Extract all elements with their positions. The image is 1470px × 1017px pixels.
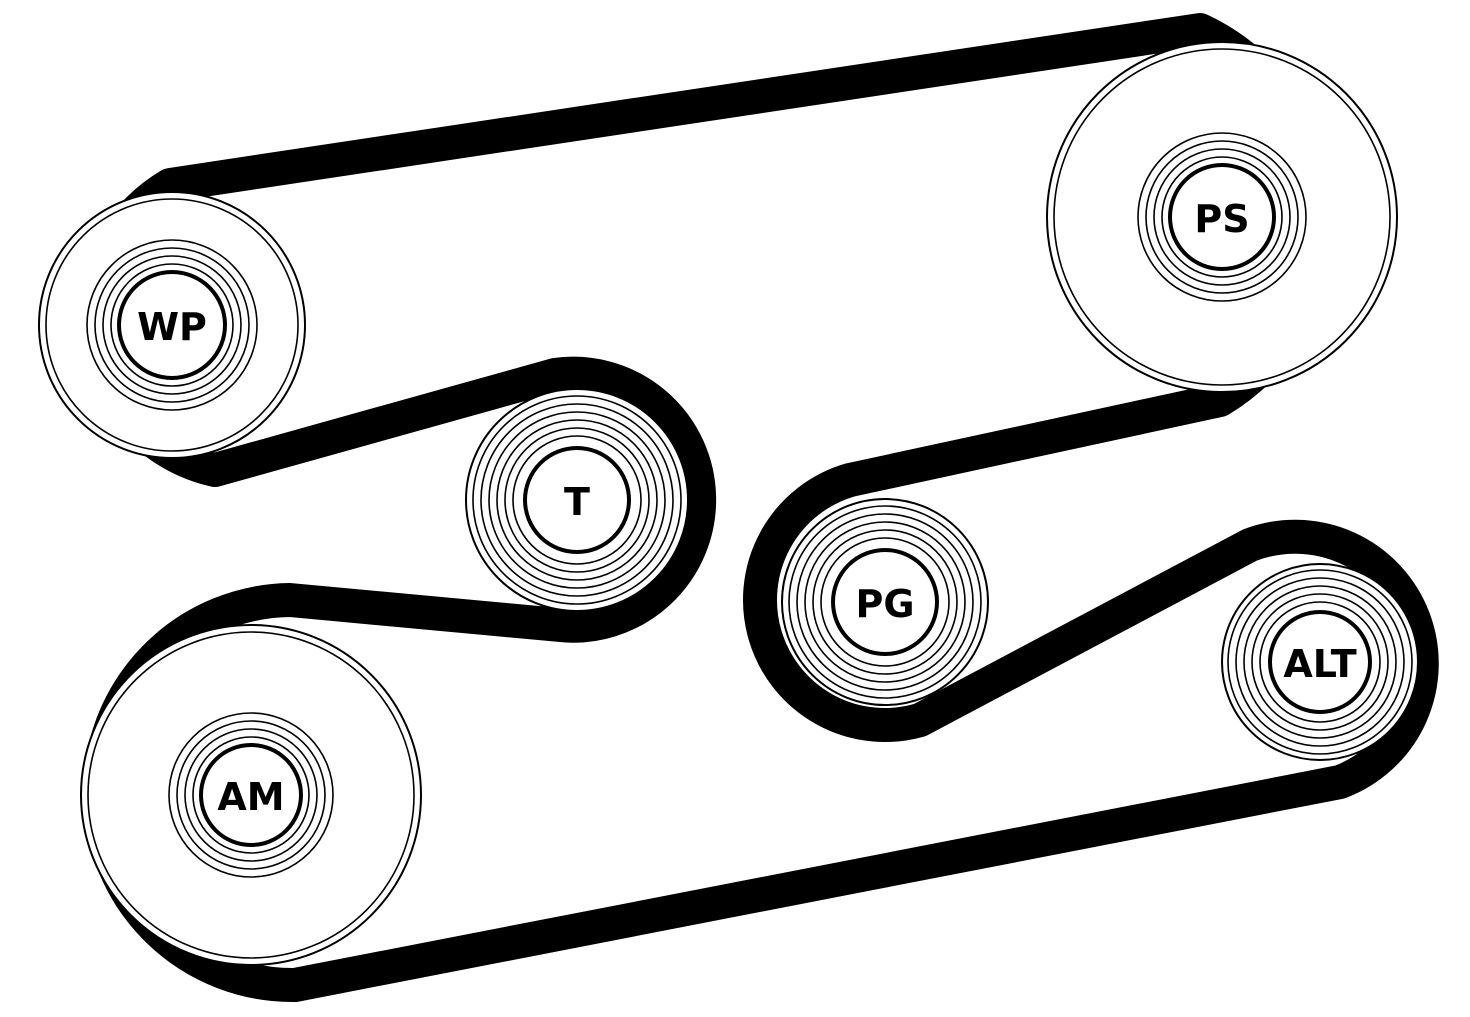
pulley-pg: PG bbox=[781, 498, 989, 706]
pulley-alt-label: ALT bbox=[1283, 642, 1356, 686]
pulley-pg-hub bbox=[831, 548, 939, 656]
pulley-am: AM bbox=[80, 624, 422, 966]
pulley-wp-label: WP bbox=[137, 305, 207, 349]
pulley-pg-label: PG bbox=[855, 582, 914, 626]
serpentine-belt bbox=[76, 13, 1439, 1003]
pulley-am-label: AM bbox=[217, 775, 284, 819]
pulley-alt-hub bbox=[1268, 610, 1372, 714]
pulley-ps: PS bbox=[1046, 41, 1398, 393]
pulley-t: T bbox=[465, 388, 689, 612]
pulley-wp: WP bbox=[38, 191, 306, 459]
pulley-am-hub bbox=[199, 743, 303, 847]
pulley-t-hub bbox=[523, 446, 631, 554]
pulley-ps-label: PS bbox=[1194, 197, 1249, 241]
pulley-t-label: T bbox=[564, 480, 590, 524]
pulley-wp-hub bbox=[117, 270, 227, 380]
pulley-alt: ALT bbox=[1221, 563, 1419, 761]
pulley-ps-hub bbox=[1168, 163, 1276, 271]
